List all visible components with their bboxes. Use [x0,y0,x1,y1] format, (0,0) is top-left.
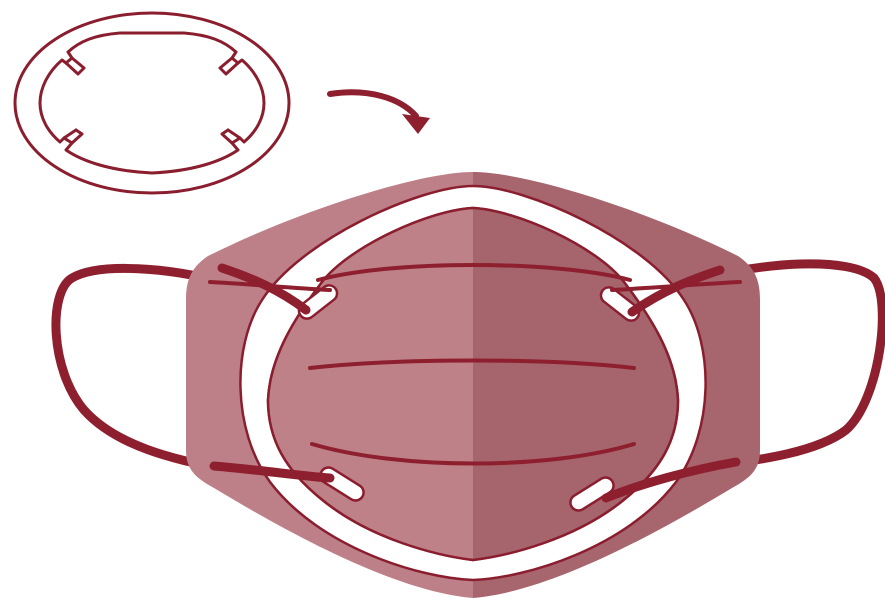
arrow-shaft [330,92,416,116]
arrow-head [402,114,430,134]
face-mask-icon [56,172,882,598]
brace-outer-ring [15,13,289,193]
mask-brace-icon [15,13,289,193]
brace-inner-ring [40,33,264,173]
curved-arrow-icon [330,92,430,134]
